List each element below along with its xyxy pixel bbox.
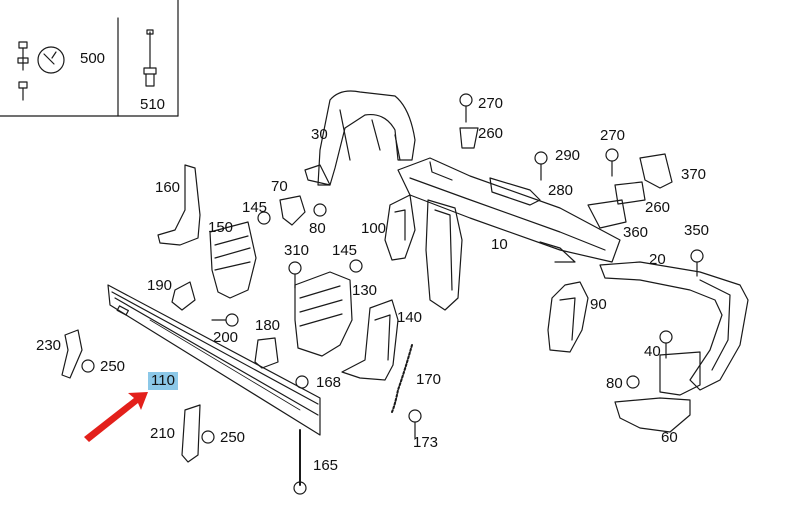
label-40: 40 [644,343,661,360]
label-310: 310 [284,242,310,259]
label-270b: 270 [600,127,626,144]
bracket-130 [294,271,353,357]
label-500: 500 [80,50,106,67]
rivet-icon [143,29,157,87]
bracket-150 [209,221,257,299]
label-165: 165 [313,457,339,474]
label-130: 130 [352,282,378,299]
label-200: 200 [213,329,239,346]
label-230: 230 [36,337,62,354]
label-110-highlighted: 110 [148,372,178,390]
label-160: 160 [155,179,181,196]
bracket-160 [157,164,201,246]
label-170: 170 [416,371,442,388]
label-350: 350 [684,222,710,239]
label-260a: 260 [478,125,504,142]
label-210: 210 [150,425,176,442]
bumper-reinforcement-110 [107,284,321,436]
bracket-140 [341,299,399,381]
cable-170 [391,344,413,413]
label-370: 370 [681,166,707,183]
label-150: 150 [208,219,234,236]
label-10: 10 [491,236,508,253]
label-20: 20 [649,251,666,268]
label-260b: 260 [645,199,671,216]
label-90: 90 [590,296,607,313]
label-30: 30 [311,126,328,143]
label-60: 60 [661,429,678,446]
fastener-marks [61,93,704,495]
left-bracket-100 [384,194,416,261]
label-190: 190 [147,277,173,294]
label-80b: 80 [606,375,623,392]
main-crossmember-10 [397,157,621,263]
label-510: 510 [140,96,166,113]
label-100: 100 [361,220,387,237]
label-80a: 80 [309,220,326,237]
lower-bracket-60 [614,351,701,433]
label-145a: 145 [242,199,268,216]
label-250b: 250 [220,429,246,446]
label-280: 280 [548,182,574,199]
bracket-90 [547,281,589,353]
screw-washer-icon [17,41,65,101]
upper-arch-30 [304,90,416,186]
label-360: 360 [623,224,649,241]
label-290: 290 [555,147,581,164]
side-arm-20 [599,261,749,391]
pointer-arrow [84,392,148,442]
label-173: 173 [413,434,439,451]
label-168: 168 [316,374,342,391]
label-145b: 145 [332,242,358,259]
center-upright [425,199,463,311]
label-140: 140 [397,309,423,326]
label-250a: 250 [100,358,126,375]
label-270a: 270 [478,95,504,112]
label-180: 180 [255,317,281,334]
fastener-inset-box [0,0,179,117]
label-70: 70 [271,178,288,195]
